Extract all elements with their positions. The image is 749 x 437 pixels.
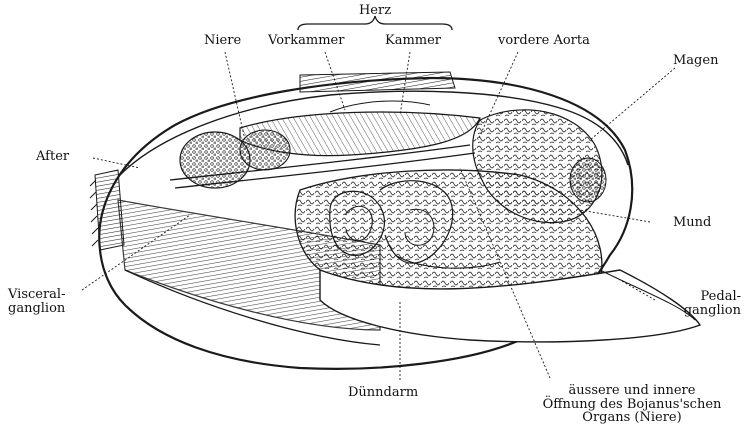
label-visceral-line2: ganglion (8, 302, 65, 316)
label-magen: Magen (673, 54, 718, 68)
label-bojanus-line2: Öffnung des Bojanus'schen (522, 398, 742, 412)
label-visceralganglion: Visceral- ganglion (8, 288, 65, 315)
herz-brace (298, 16, 452, 30)
label-niere: Niere (204, 34, 241, 48)
label-after: After (36, 150, 69, 164)
label-duenndarm: Dünndarm (348, 386, 418, 400)
label-pedalganglion: Pedal- ganglion (684, 290, 741, 317)
label-herz: Herz (345, 4, 405, 18)
label-vorkammer: Vorkammer (268, 34, 344, 48)
label-mund: Mund (673, 216, 711, 230)
label-bojanus: äussere und innere Öffnung des Bojanus's… (522, 384, 742, 425)
label-kammer: Kammer (385, 34, 441, 48)
label-pedal-line2: ganglion (684, 304, 741, 318)
label-pedal-line1: Pedal- (684, 290, 741, 304)
label-vordere-aorta: vordere Aorta (498, 34, 590, 48)
label-visceral-line1: Visceral- (8, 288, 65, 302)
label-bojanus-line1: äussere und innere (522, 384, 742, 398)
label-bojanus-line3: Organs (Niere) (522, 411, 742, 425)
